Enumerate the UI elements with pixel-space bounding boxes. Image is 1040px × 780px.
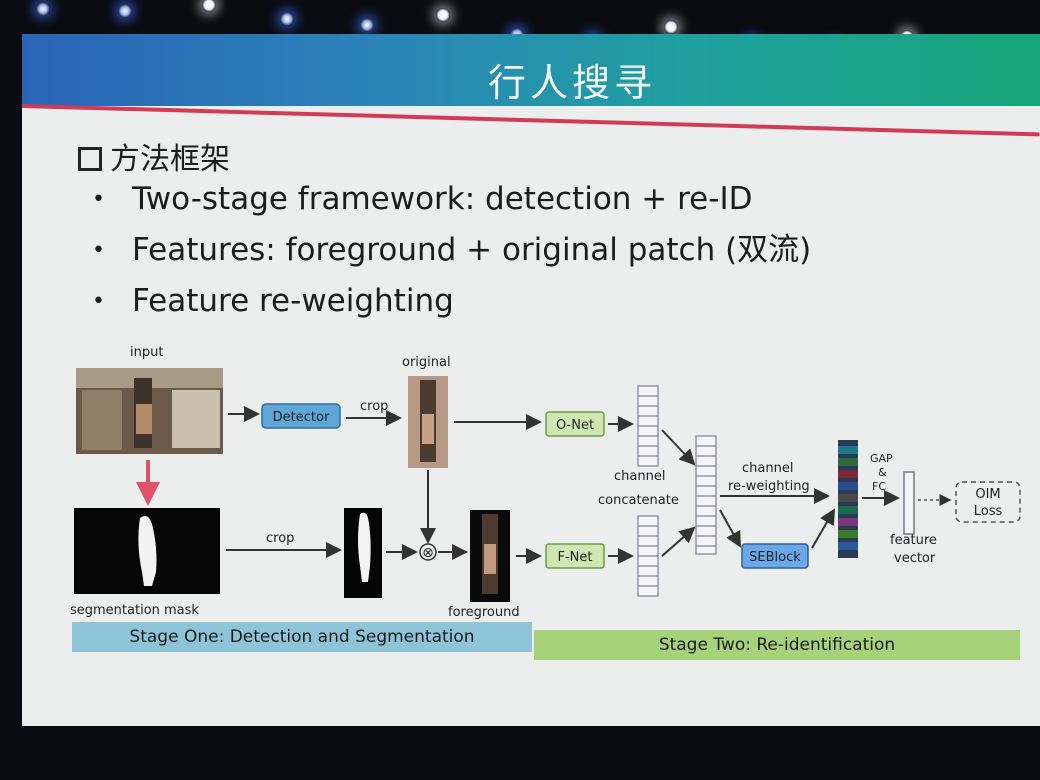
foreground-label: foreground bbox=[448, 605, 520, 620]
bullet-item: • Features: foreground + original patch … bbox=[92, 225, 992, 276]
stage-one-label: Stage One: Detection and Segmentation bbox=[129, 627, 475, 647]
detector-block bbox=[261, 403, 341, 429]
section-heading: 方法框架 bbox=[78, 134, 230, 178]
fnet-block bbox=[545, 543, 605, 569]
bullet-item: • Two-stage framework: detection + re-ID bbox=[92, 174, 992, 225]
framework-diagram: input segmentation mask Detector crop or… bbox=[70, 345, 1021, 620]
bullet-dot-icon: • bbox=[92, 238, 105, 263]
slide-title: 行人搜寻 bbox=[487, 61, 656, 105]
feature-vector-bar bbox=[903, 471, 915, 535]
seblock-label: SEBlock bbox=[749, 550, 801, 565]
arrow bbox=[661, 429, 696, 466]
gap-label: GAP bbox=[870, 452, 893, 465]
segmentation-mask-image bbox=[74, 508, 220, 594]
bullet-dot-icon: • bbox=[92, 289, 105, 314]
loss-label: Loss bbox=[974, 504, 1003, 519]
stage-light bbox=[360, 18, 374, 32]
arrow bbox=[661, 526, 696, 557]
fnet-label: F-Net bbox=[558, 550, 593, 565]
onet-block bbox=[545, 411, 605, 437]
channel-reweighting-label-line2: re-weighting bbox=[728, 479, 810, 494]
reweighted-feature-stack bbox=[838, 440, 858, 558]
slide: 行人搜寻 方法框架 • Two-stage framework: detecti… bbox=[22, 34, 1040, 726]
stage-two-label: Stage Two: Re-identification bbox=[658, 635, 896, 655]
multiply-symbol: ⊗ bbox=[422, 545, 434, 561]
original-label: original bbox=[402, 355, 451, 370]
bullet-text: Two-stage framework: detection + re-ID bbox=[132, 181, 753, 217]
ampersand-label: & bbox=[878, 466, 887, 479]
concatenated-feature-stack bbox=[695, 435, 717, 555]
channel-reweighting-label-line1: channel bbox=[742, 461, 793, 476]
cropped-mask-image bbox=[344, 508, 382, 598]
foreground-patch-image bbox=[470, 510, 510, 602]
fnet-feature-stack bbox=[637, 515, 659, 597]
channel-concatenate-label-line2: concatenate bbox=[598, 493, 679, 508]
oim-loss-block bbox=[955, 481, 1021, 523]
bullet-list: • Two-stage framework: detection + re-ID… bbox=[92, 174, 992, 327]
segmentation-mask-label: segmentation mask bbox=[70, 603, 199, 618]
original-patch-image bbox=[408, 376, 448, 468]
bullet-item: • Feature re-weighting bbox=[92, 276, 992, 327]
stage-light bbox=[436, 8, 450, 22]
channel-concatenate-label-line1: channel bbox=[614, 469, 665, 484]
crop-bottom-label: crop bbox=[266, 531, 294, 546]
feature-vector-label-line2: vector bbox=[894, 551, 936, 566]
bullet-dot-icon: • bbox=[92, 187, 105, 212]
detector-label: Detector bbox=[273, 410, 330, 425]
slide-header bbox=[22, 34, 1040, 106]
multiply-operator bbox=[419, 543, 437, 561]
stage-light bbox=[118, 4, 132, 18]
feature-vector-label-line1: feature bbox=[890, 533, 937, 548]
oim-label: OIM bbox=[975, 487, 1000, 502]
stage-light bbox=[36, 2, 50, 16]
onet-label: O-Net bbox=[556, 418, 594, 433]
crop-top-label: crop bbox=[360, 399, 388, 414]
section-heading-text: 方法框架 bbox=[110, 142, 230, 177]
stage-light bbox=[664, 20, 678, 34]
fc-label: FC bbox=[872, 480, 886, 493]
arrow bbox=[719, 509, 741, 548]
seblock-block bbox=[741, 543, 809, 569]
input-label: input bbox=[130, 345, 163, 360]
checkbox-square-icon bbox=[78, 146, 102, 171]
input-image bbox=[76, 368, 223, 454]
onet-feature-stack bbox=[637, 385, 659, 467]
bullet-text: Feature re-weighting bbox=[132, 283, 454, 319]
stage-one-bar: Stage One: Detection and Segmentation bbox=[72, 622, 532, 652]
bullet-text: Features: foreground + original patch (双… bbox=[132, 232, 812, 268]
stage-light bbox=[280, 12, 294, 26]
stage-two-bar: Stage Two: Re-identification bbox=[534, 630, 1020, 660]
stage-light bbox=[202, 0, 216, 12]
arrow bbox=[811, 508, 836, 549]
